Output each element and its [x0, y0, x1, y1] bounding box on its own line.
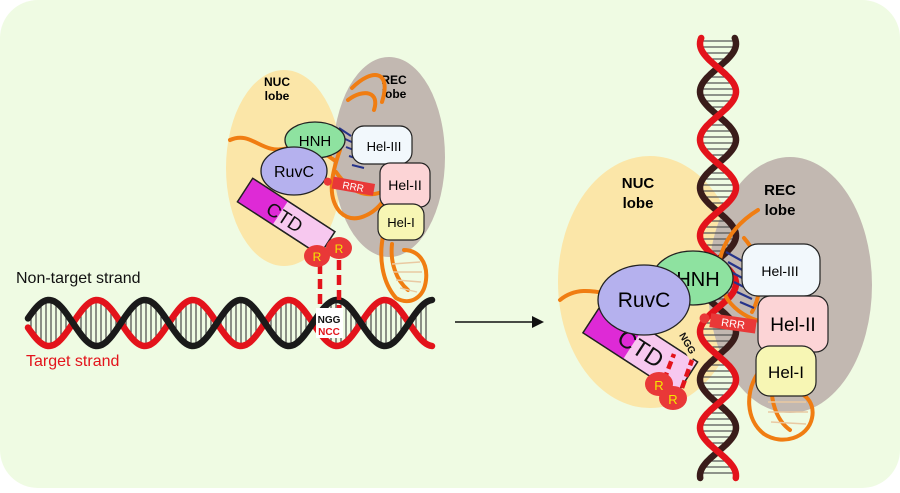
left-nuc-label-1: NUC	[264, 75, 290, 89]
right-arginine-r2-label: R	[668, 392, 677, 407]
right-hnh-label: HNH	[676, 269, 719, 291]
left-hel-iii-domain	[351, 125, 413, 165]
pam-top-text: NGG	[318, 315, 341, 326]
left-ruvc-label: RuvC	[274, 164, 314, 181]
right-rrr-label: RRR	[720, 317, 745, 332]
non-target-strand-path	[24, 296, 436, 350]
left-cas9-complex: NUC lobe REC lobe	[226, 57, 445, 308]
left-rna-rungs	[391, 261, 422, 293]
right-rna-rungs	[768, 401, 808, 425]
target-strand-path	[24, 296, 436, 350]
left-ruvc-domain	[260, 146, 328, 196]
right-cas9-complex: NUC lobe REC lobe	[558, 34, 872, 482]
left-nuc-label-2: lobe	[265, 89, 290, 103]
right-contact-dash-2	[679, 359, 695, 389]
right-rec-label-2: lobe	[765, 202, 796, 219]
right-hel-i-domain	[755, 345, 817, 397]
right-hel-iii-label: Hel-III	[761, 263, 798, 279]
left-hel-iii-label: Hel-III	[367, 139, 402, 154]
right-hel-ii-label: Hel-II	[770, 315, 815, 336]
left-hel-ii-label: Hel-II	[388, 177, 421, 193]
non-target-strand-label: Non-target strand	[16, 270, 141, 287]
right-rec-label-1: REC	[764, 182, 796, 199]
right-hel-i-label: Hel-I	[768, 363, 804, 382]
left-arginine-r1	[304, 245, 330, 267]
target-strand-label: Target strand	[26, 353, 119, 370]
left-ctd-domain: CTD	[236, 177, 336, 257]
left-rrr-motif: RRR	[323, 176, 376, 196]
right-arginine-r1-label: R	[654, 378, 663, 393]
left-rec-label-1: REC	[381, 73, 407, 87]
right-ruvc-domain	[597, 264, 691, 336]
left-hel-i-domain	[377, 203, 425, 241]
transition-arrow	[455, 316, 544, 328]
left-rec-label-2: lobe	[382, 87, 407, 101]
left-rrr-label: RRR	[341, 180, 364, 195]
right-ruvc-label: RuvC	[618, 289, 671, 312]
left-arginine-r1-label: R	[313, 250, 322, 264]
left-arginine-r2	[326, 237, 352, 259]
left-arginine-r2-label: R	[335, 242, 344, 256]
right-arginine-r2	[659, 386, 687, 410]
left-hel-i-label: Hel-I	[387, 215, 414, 230]
right-nuc-label-2: lobe	[623, 195, 654, 212]
right-nuc-label-1: NUC	[622, 175, 655, 192]
pam-box	[316, 308, 343, 338]
right-rrr-motif: RRR	[699, 313, 757, 334]
right-dna-rungs	[700, 40, 736, 474]
left-hnh-label: HNH	[299, 133, 332, 150]
pam-bottom-text: NCC	[318, 327, 340, 338]
